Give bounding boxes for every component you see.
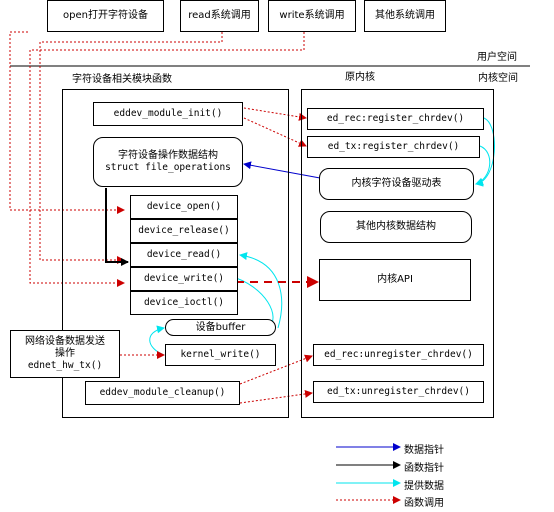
device-buffer-box: 设备buffer bbox=[165, 319, 276, 336]
network-tx-box: 网络设备数据发送 操作 ednet_hw_tx() bbox=[10, 330, 120, 378]
device-ioctl-box: device_ioctl() bbox=[130, 291, 238, 315]
network-tx-line2: 操作 bbox=[55, 348, 75, 359]
cleanup-to-rec-unregister-connector bbox=[239, 354, 313, 385]
rec-register-box: ed_rec:register_chrdev() bbox=[307, 108, 484, 130]
rec-unregister-box: ed_rec:unregister_chrdev() bbox=[313, 344, 484, 366]
module-init-box: eddev_module_init() bbox=[93, 102, 243, 126]
module-cleanup-box: eddev_module_cleanup() bbox=[85, 381, 240, 405]
kernel-group-title: 原内核 bbox=[345, 72, 375, 83]
kernelspace-label: 内核空间 bbox=[478, 73, 518, 84]
open-call-box: open打开字符设备 bbox=[47, 0, 164, 32]
fops-to-ops-connector bbox=[105, 188, 129, 266]
network-tx-line3: ednet_hw_tx() bbox=[27, 360, 103, 371]
tx-register-box: ed_tx:register_chrdev() bbox=[307, 136, 480, 158]
write-call-connector bbox=[29, 32, 305, 287]
buffer-to-read-connector bbox=[239, 252, 283, 329]
userspace-label: 用户空间 bbox=[477, 52, 517, 63]
fops-box: 字符设备操作数据结构 struct file_operations bbox=[93, 137, 243, 187]
open-call-connector bbox=[9, 31, 125, 214]
legend-label-data-pointer: 数据指针 bbox=[404, 445, 444, 456]
module-group-frame bbox=[62, 89, 289, 418]
tx-register-to-table-connector bbox=[475, 145, 491, 186]
kernel-api-box: 内核API bbox=[319, 259, 471, 301]
other-call-box: 其他系统调用 bbox=[364, 0, 446, 32]
legend-label-provide-data: 提供数据 bbox=[404, 481, 444, 492]
tx-unregister-box: ed_tx:unregister_chrdev() bbox=[313, 381, 484, 403]
device-read-box: device_read() bbox=[130, 243, 238, 267]
legend-label-function-call: 函数调用 bbox=[404, 498, 444, 509]
fops-struct: struct file_operations bbox=[105, 162, 231, 173]
device-write-box: device_write() bbox=[130, 267, 238, 291]
device-release-box: device_release() bbox=[130, 219, 238, 243]
device-open-box: device_open() bbox=[130, 195, 238, 219]
read-call-box: read系统调用 bbox=[180, 0, 259, 32]
fops-title: 字符设备操作数据结构 bbox=[118, 150, 218, 161]
init-to-tx-register-connector bbox=[243, 117, 307, 147]
module-group-title: 字符设备相关模块函数 bbox=[72, 74, 172, 85]
other-structs-box: 其他内核数据结构 bbox=[320, 211, 472, 243]
kernel-group-frame bbox=[301, 89, 494, 418]
table-to-fops-connector bbox=[243, 161, 321, 179]
network-tx-line1: 网络设备数据发送 bbox=[25, 336, 105, 347]
cleanup-to-tx-unregister-connector bbox=[239, 390, 313, 404]
init-to-rec-register-connector bbox=[243, 107, 307, 121]
driver-table-box: 内核字符设备驱动表 bbox=[319, 168, 474, 200]
kernel-write-box: kernel_write() bbox=[165, 344, 276, 366]
write-call-box: write系统调用 bbox=[268, 0, 356, 32]
read-call-connector bbox=[39, 32, 223, 264]
legend-label-function-pointer: 函数指针 bbox=[404, 463, 444, 474]
